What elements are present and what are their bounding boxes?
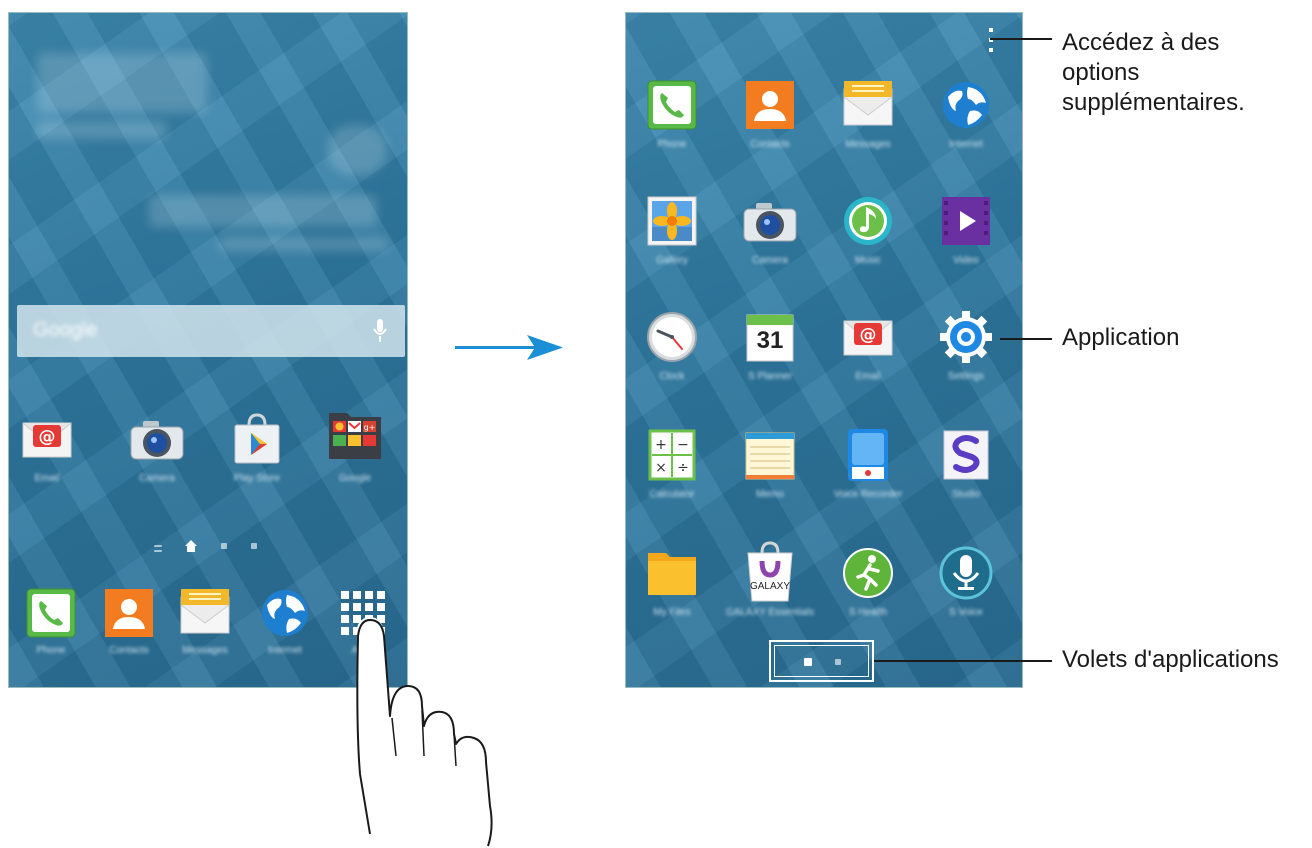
s-voice-icon[interactable] bbox=[938, 545, 994, 601]
page-dot[interactable] bbox=[835, 659, 841, 665]
s-planner-icon[interactable]: 31 bbox=[742, 309, 798, 365]
search-hint: Google bbox=[33, 319, 98, 341]
studio-icon[interactable] bbox=[938, 427, 994, 483]
email-icon[interactable]: @ bbox=[840, 309, 896, 365]
app-label-gallery: Gallery bbox=[656, 255, 688, 266]
more-options-annotation: Accédez à des options supplémentaires. bbox=[1062, 29, 1245, 116]
app-panels-highlight-inner bbox=[774, 645, 869, 677]
contacts-icon[interactable] bbox=[742, 77, 798, 133]
google-search-bar[interactable]: Google bbox=[17, 305, 405, 357]
application-callout-line bbox=[1000, 338, 1052, 340]
weather-widget bbox=[149, 195, 377, 227]
voice-recorder-icon[interactable] bbox=[840, 427, 896, 483]
camera-icon[interactable] bbox=[129, 411, 185, 467]
svg-text:+: + bbox=[655, 437, 667, 453]
app-label-music: Music bbox=[854, 255, 882, 266]
app-label-memo: Memo bbox=[756, 489, 784, 500]
svg-text:@: @ bbox=[39, 427, 56, 447]
home-screen: Google @ Email Camera Play Store bbox=[8, 12, 408, 688]
page-dot bbox=[154, 545, 162, 547]
svg-text:g+: g+ bbox=[364, 423, 376, 432]
app-label-studio: Studio bbox=[951, 489, 981, 500]
page-dot-active[interactable] bbox=[804, 658, 812, 666]
svg-text:−: − bbox=[677, 437, 689, 453]
memo-icon[interactable] bbox=[742, 427, 798, 483]
app-label-messages: Messages bbox=[182, 645, 228, 656]
app-label-internet: Internet bbox=[268, 645, 302, 656]
app-panels-callout-line bbox=[874, 660, 1052, 662]
microphone-icon[interactable] bbox=[373, 317, 387, 345]
camera-icon[interactable] bbox=[742, 193, 798, 249]
more-options-icon[interactable] bbox=[986, 27, 996, 53]
messages-icon[interactable] bbox=[840, 77, 896, 133]
app-label-clock: Clock bbox=[659, 371, 685, 382]
google-folder-icon[interactable]: g+ bbox=[327, 407, 383, 463]
app-panels-annotation: Volets d'applications bbox=[1062, 646, 1279, 673]
page-dot bbox=[251, 543, 257, 549]
page-dot bbox=[154, 550, 162, 552]
app-label-phone: Phone bbox=[36, 645, 66, 656]
clock-icon[interactable] bbox=[644, 309, 700, 365]
app-label-calculator: Calculator bbox=[649, 489, 695, 500]
app-drawer-screen: Phone Contacts Messages Internet Gallery bbox=[625, 12, 1023, 688]
galaxy-essentials-icon[interactable]: GALAXY bbox=[742, 541, 798, 603]
transition-arrow bbox=[455, 335, 563, 360]
weather-details bbox=[219, 237, 389, 251]
app-label-phone: Phone bbox=[657, 139, 687, 150]
app-label-messages: Messages bbox=[845, 139, 891, 150]
app-label-settings: Settings bbox=[947, 371, 985, 382]
more-options-callout-line bbox=[990, 38, 1052, 40]
app-label-video: Video bbox=[953, 255, 979, 266]
app-label-email: Email bbox=[34, 473, 60, 484]
contacts-icon[interactable] bbox=[101, 585, 157, 641]
app-label-contacts: Contacts bbox=[750, 139, 790, 150]
date-widget bbox=[37, 121, 167, 139]
application-annotation: Application bbox=[1062, 324, 1180, 351]
app-panels-highlight bbox=[769, 640, 874, 682]
svg-text:@: @ bbox=[860, 325, 877, 345]
galaxy-label: GALAXY bbox=[749, 581, 791, 592]
app-label-email: Email bbox=[855, 371, 881, 382]
home-page-icon bbox=[185, 540, 197, 552]
app-label-s-health: S Health bbox=[848, 607, 888, 618]
svg-text:×: × bbox=[655, 460, 667, 476]
app-label-contacts: Contacts bbox=[109, 645, 149, 656]
app-label-galaxy-essentials: GALAXY Essentials bbox=[725, 607, 815, 618]
gallery-icon[interactable] bbox=[644, 193, 700, 249]
app-label-my-files: My Files bbox=[653, 607, 691, 618]
email-icon[interactable]: @ bbox=[19, 411, 75, 467]
app-label-play-store: Play Store bbox=[233, 473, 281, 484]
app-label-s-voice: S Voice bbox=[949, 607, 983, 618]
settings-icon[interactable] bbox=[938, 309, 994, 365]
app-label-camera: Camera bbox=[752, 255, 788, 266]
finger-tap-icon bbox=[356, 617, 493, 847]
svg-text:÷: ÷ bbox=[677, 460, 689, 476]
page-dot bbox=[221, 543, 227, 549]
internet-icon[interactable] bbox=[938, 77, 994, 133]
app-label-camera: Camera bbox=[139, 473, 175, 484]
app-label-s-planner: S Planner bbox=[748, 371, 792, 382]
video-icon[interactable] bbox=[938, 193, 994, 249]
messages-icon[interactable] bbox=[177, 585, 233, 641]
music-icon[interactable] bbox=[840, 193, 896, 249]
clock-widget bbox=[37, 53, 207, 113]
play-store-icon[interactable] bbox=[229, 411, 285, 467]
calendar-day: 31 bbox=[756, 327, 784, 354]
calculator-icon[interactable]: +− × ÷ bbox=[644, 427, 700, 483]
internet-icon[interactable] bbox=[257, 585, 313, 641]
s-health-icon[interactable] bbox=[840, 545, 896, 601]
my-files-icon[interactable] bbox=[644, 545, 700, 601]
app-label-internet: Internet bbox=[949, 139, 983, 150]
phone-icon[interactable] bbox=[23, 585, 79, 641]
weather-icon bbox=[327, 125, 387, 175]
app-label-google: Google bbox=[338, 473, 372, 484]
app-label-voice-recorder: Voice Recorder bbox=[833, 489, 903, 500]
phone-icon[interactable] bbox=[644, 77, 700, 133]
